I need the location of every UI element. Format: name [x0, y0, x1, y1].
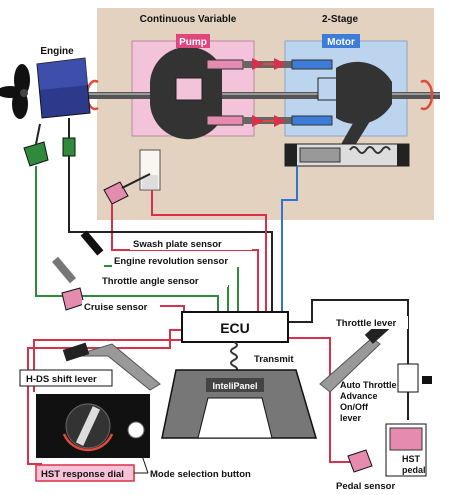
pump-barrel [175, 77, 203, 101]
continuous-variable-label: Continuous Variable [140, 14, 237, 25]
pedal-sensor-label: Pedal sensor [336, 481, 395, 492]
swash-plate-sensor-label: Swash plate sensor [133, 239, 222, 250]
transmit-spring [230, 341, 238, 373]
pump-label: Pump [179, 37, 207, 48]
hds-shift-lever-label: H-DS shift lever [26, 374, 97, 385]
pedal-sensor-wire [288, 337, 352, 463]
throttle-lever-label: Throttle lever [336, 318, 396, 329]
engine-revolution-sensor-label: Engine revolution sensor [114, 256, 228, 267]
hds-shift-lever-icon[interactable] [62, 342, 161, 391]
engine-label: Engine [40, 46, 74, 57]
auto-throttle-label-1: Auto Throttle [340, 380, 397, 390]
pump-piston-top [206, 59, 244, 70]
auto-throttle-label-4: lever [340, 413, 362, 423]
hand-throttle-lever-icon[interactable] [51, 230, 104, 284]
auto-throttle-switch-body [397, 363, 419, 393]
cruise-sensor-icon [61, 287, 85, 311]
servo-spring [349, 146, 391, 154]
throttle-actuator-wire [35, 166, 219, 312]
hst-response-dial-label: HST response dial [41, 469, 124, 480]
intellipanel-screen [206, 378, 264, 392]
ecu-label: ECU [220, 320, 250, 336]
drive-shaft [70, 92, 440, 99]
throttle-angle-sensor-label: Throttle angle sensor [102, 276, 199, 287]
mode-selection-button-label: Mode selection button [150, 469, 251, 480]
auto-throttle-label-3: On/Off [340, 402, 369, 412]
motor-piston-bottom [291, 115, 333, 126]
engine-fan-icon [0, 64, 30, 119]
pedal-sensor-icon [347, 449, 373, 473]
motor-piston-top [291, 59, 333, 70]
mode-selection-button[interactable] [127, 421, 145, 439]
auto-throttle-label-2: Advance [340, 391, 378, 401]
output-rotation-arrow [420, 79, 434, 111]
intellipanel-label: InteliPanel [212, 381, 257, 391]
throttle-lever-wire [288, 299, 409, 360]
hds-shift-lever-tag [19, 369, 113, 387]
pump-piston-bottom [206, 115, 244, 126]
ecu-box [181, 311, 289, 343]
transmit-label: Transmit [254, 354, 294, 365]
motor-tag [322, 34, 360, 48]
hst-pedal-label-1: HST [402, 454, 421, 464]
motor-servo-wire [281, 166, 298, 312]
hst-pedal-label-2: pedal [402, 465, 426, 475]
auto-throttle-toggle[interactable] [422, 376, 432, 384]
throttle-actuator-icon [23, 141, 49, 167]
engine-revolution-sensor-icon [62, 137, 76, 157]
two-stage-label: 2-Stage [322, 14, 359, 25]
motor-label: Motor [327, 37, 355, 48]
cruise-sensor-label: Cruise sensor [84, 302, 148, 313]
engine-revolution-wire [68, 156, 273, 312]
motor-swash-plate [336, 61, 392, 125]
pump-tag [176, 34, 210, 48]
